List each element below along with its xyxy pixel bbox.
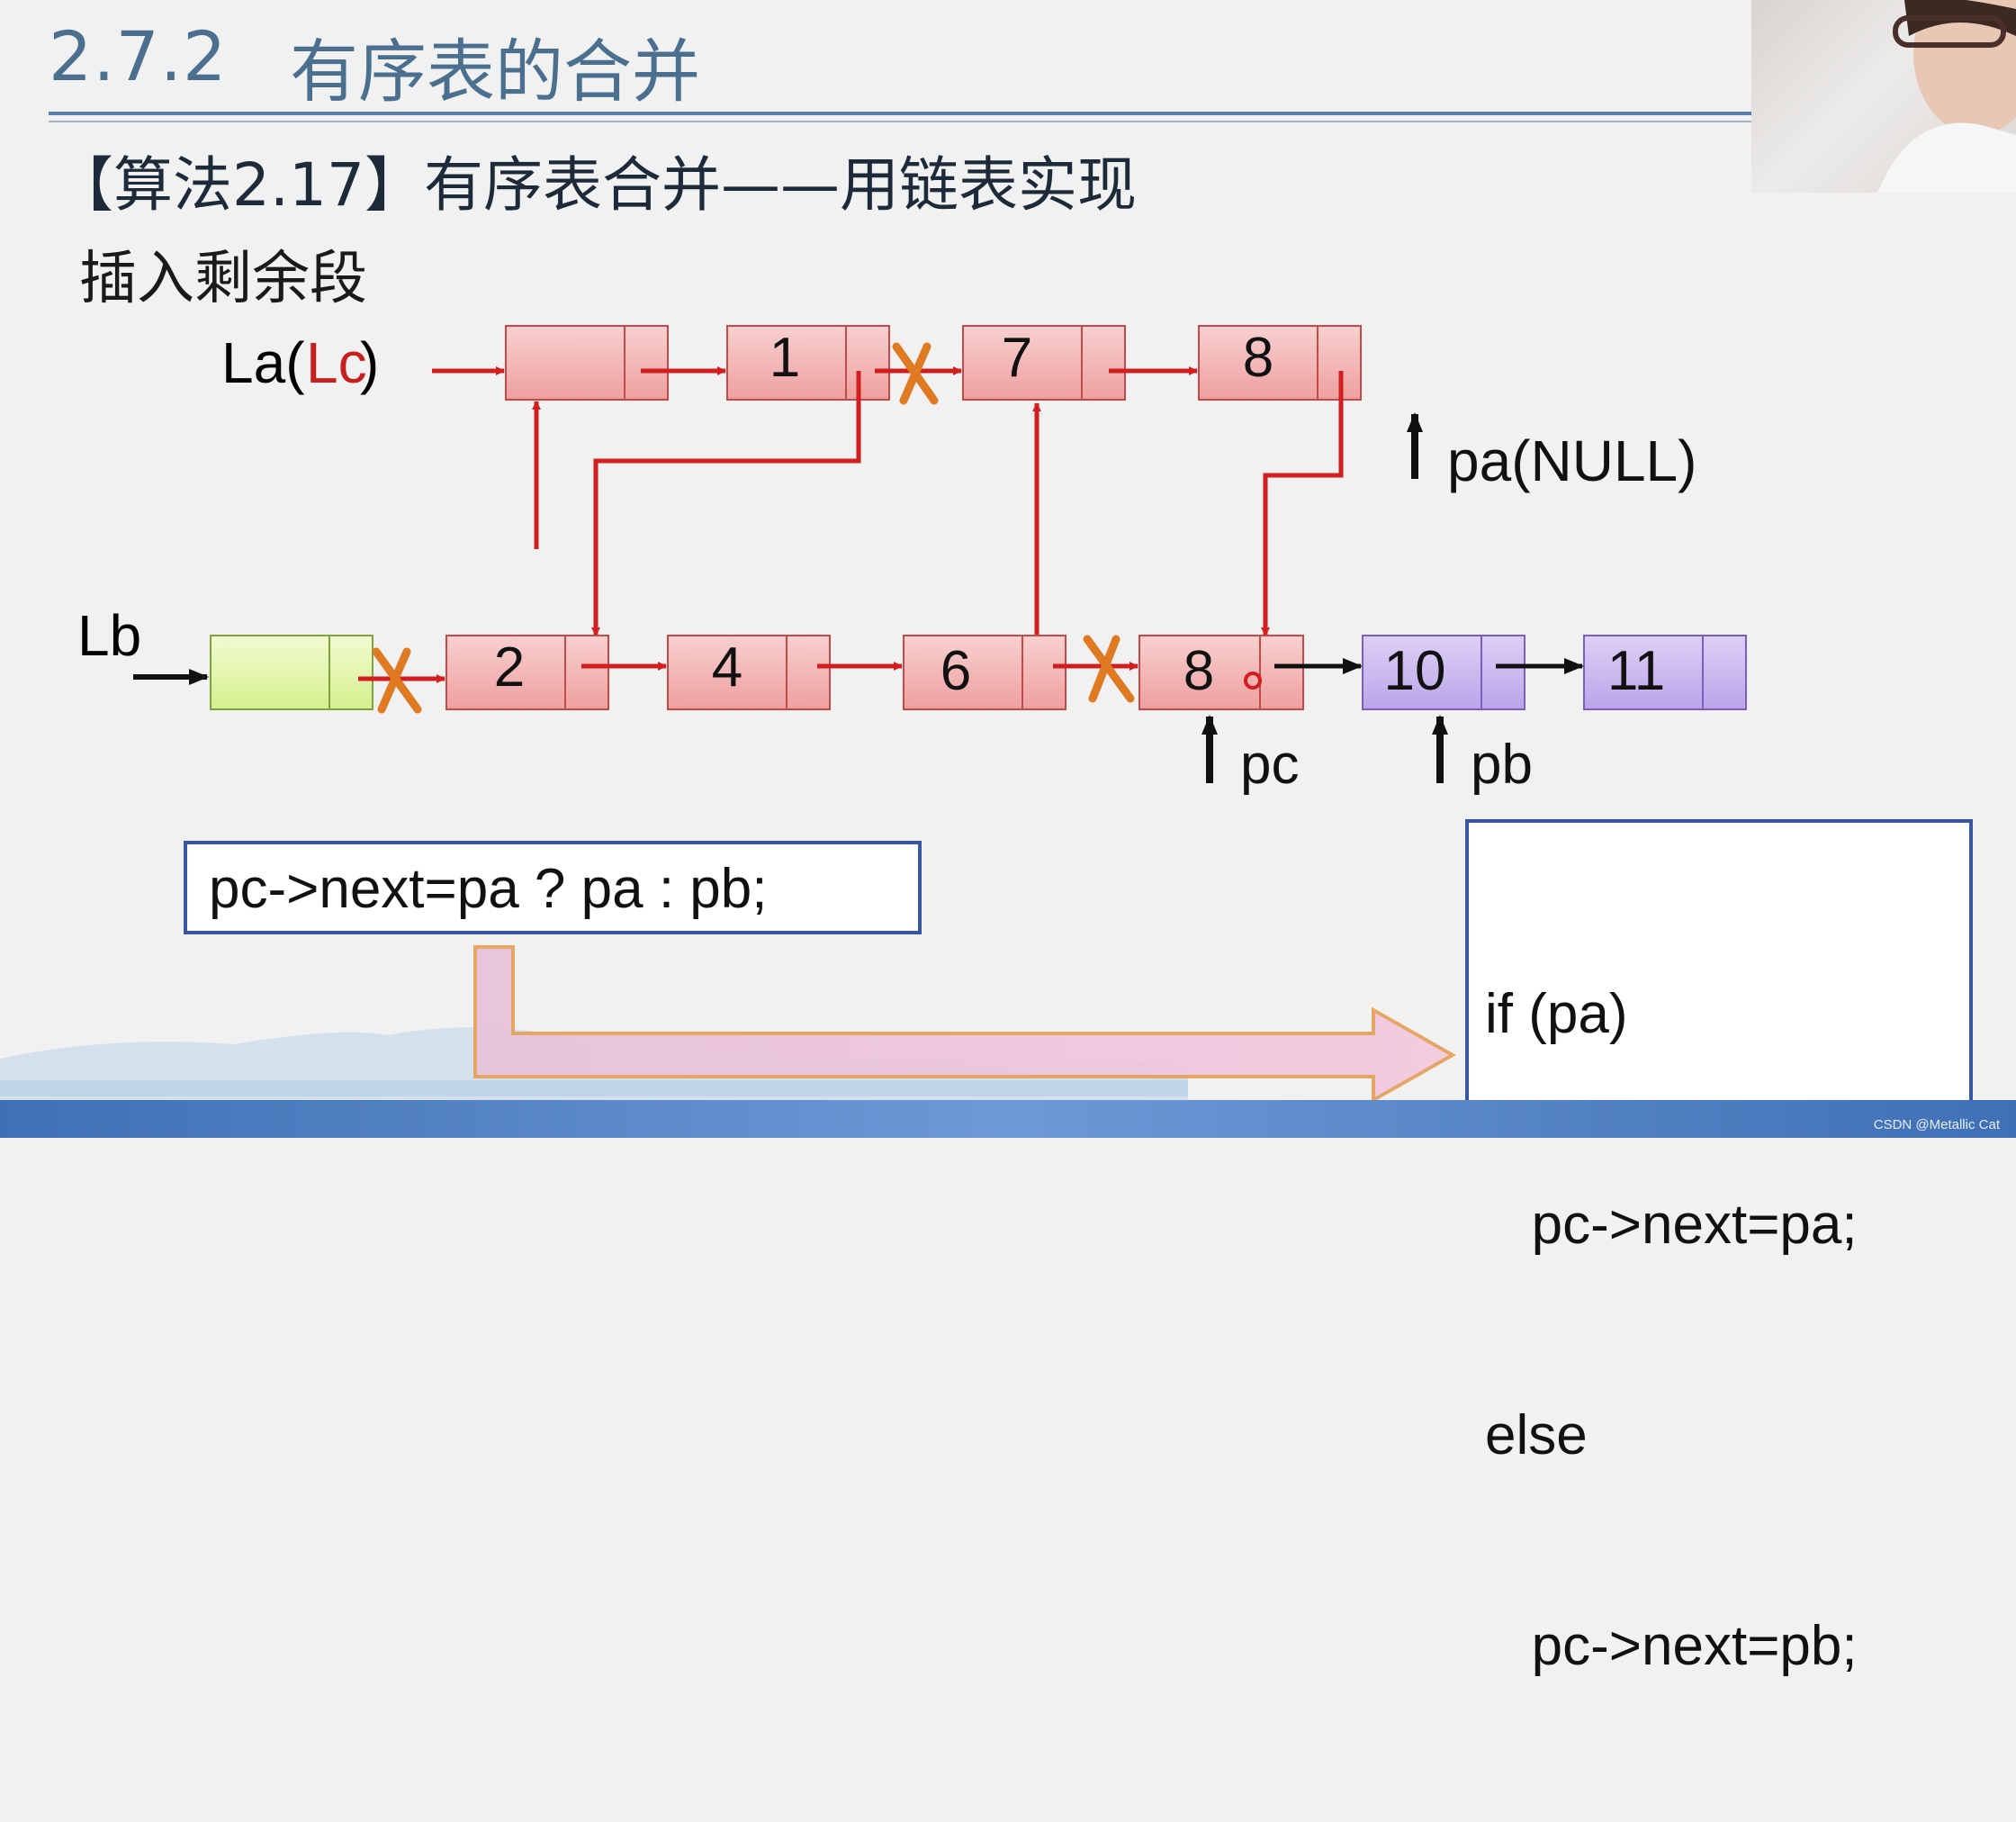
list-b-node-6: 6 xyxy=(903,635,1066,710)
list-b-node-2: 2 xyxy=(446,635,609,710)
list-a-node-7: 7 xyxy=(962,325,1126,401)
cursor-dot xyxy=(1244,672,1262,690)
code-line: pc->next=pb; xyxy=(1485,1615,1858,1677)
list-a-node-8: 8 xyxy=(1198,325,1362,401)
link-arrow xyxy=(1261,371,1344,636)
section-number: 2.7.2 xyxy=(49,16,228,96)
list-b-node-11: 11 xyxy=(1583,635,1747,710)
if-else-code: if (pa) pc->next=pa; else pc->next=pb; xyxy=(1485,839,1858,1822)
title-rule xyxy=(49,112,1753,115)
algorithm-title: 【算法2.17】有序表合并——用链表实现 xyxy=(54,150,1137,220)
node-value: 8 xyxy=(1243,327,1274,389)
label-la: La( xyxy=(221,330,305,395)
section-title: 有序表的合并 xyxy=(290,32,700,112)
list-b-node-4: 4 xyxy=(667,635,831,710)
list-b-node-10: 10 xyxy=(1362,635,1526,710)
label-lc: Lc xyxy=(306,330,367,395)
code-line: if (pa) xyxy=(1485,983,1628,1045)
pointer-pc-label: pc xyxy=(1240,734,1299,796)
list-b-node-8: 8 xyxy=(1138,635,1304,710)
label-la-close: ) xyxy=(360,330,379,395)
node-value: 11 xyxy=(1607,640,1665,702)
presenter-video xyxy=(1751,0,2016,193)
taskbar-strip: CSDN @Metallic Cat xyxy=(0,1100,2016,1138)
broken-link-cross xyxy=(1083,635,1135,703)
list-a-node-head xyxy=(505,325,669,401)
ternary-code-box: pc->next=pa ? pa : pb; xyxy=(184,841,922,934)
code-line: pc->next=pa; xyxy=(1485,1194,1858,1256)
code-line: else xyxy=(1485,1404,1588,1466)
flow-arrow xyxy=(473,945,1457,1104)
watermark: CSDN @Metallic Cat xyxy=(1873,1117,2000,1132)
pointer-pa: pa(NULL) xyxy=(1407,412,1696,493)
list-b-node-head xyxy=(210,635,374,710)
ternary-code: pc->next=pa ? pa : pb; xyxy=(209,858,768,920)
linked-list-diagram: La( Lc ) Lb 1 7 8 pa(NULL) xyxy=(0,325,1747,1104)
if-else-code-box: if (pa) pc->next=pa; else pc->next=pb; xyxy=(1465,819,1973,1677)
list-a-node-1: 1 xyxy=(726,325,890,401)
background-band xyxy=(0,1080,1188,1096)
node-value: 7 xyxy=(1002,327,1032,389)
node-value: 10 xyxy=(1384,640,1446,702)
pointer-pa-label: pa(NULL) xyxy=(1447,428,1696,493)
node-value: 8 xyxy=(1184,640,1214,702)
pointer-pb-label: pb xyxy=(1471,734,1533,796)
title-rule-thin xyxy=(49,121,1753,122)
broken-link-cross xyxy=(892,342,939,405)
node-value: 4 xyxy=(712,636,742,699)
pointer-pb: pb xyxy=(1432,715,1533,796)
node-value: 6 xyxy=(940,640,971,702)
node-value: 2 xyxy=(494,636,525,699)
label-lb: Lb xyxy=(77,603,141,668)
link-arrow xyxy=(591,371,861,636)
presenter-silhouette xyxy=(1877,0,2016,193)
node-value: 1 xyxy=(770,327,800,389)
pointer-pc: pc xyxy=(1202,715,1299,796)
broken-link-cross xyxy=(372,647,422,714)
slide-subtitle: 插入剩余段 xyxy=(79,246,367,312)
